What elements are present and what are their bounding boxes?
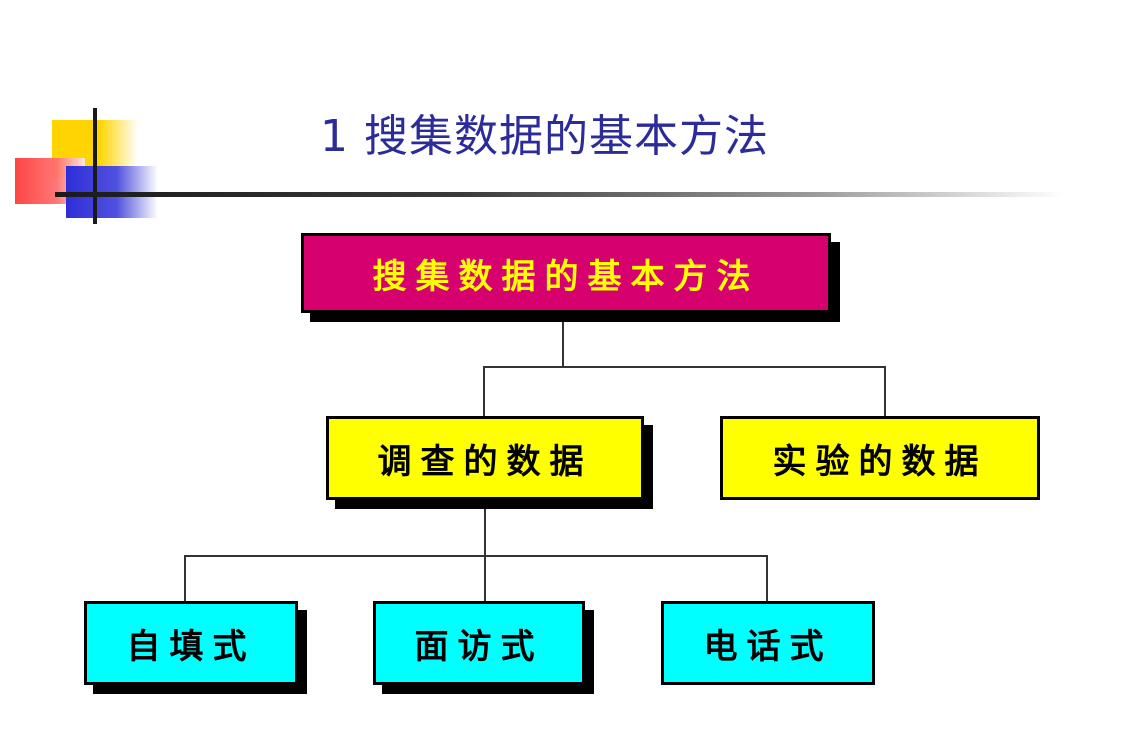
connector-level1-bar: [483, 366, 886, 368]
connector-level2-bar: [184, 555, 768, 557]
decor-vertical-line: [93, 108, 97, 224]
root-node: 搜集数据的基本方法: [301, 233, 831, 313]
connector-to-survey: [483, 366, 485, 416]
connector-to-interview: [484, 555, 486, 601]
node-phone-label: 电话式: [703, 626, 833, 667]
node-self-fill-label: 自填式: [126, 626, 256, 667]
connector-to-phone: [766, 555, 768, 601]
node-experiment-data: 实验的数据: [720, 416, 1040, 500]
page-title: 1 搜集数据的基本方法: [320, 111, 769, 162]
title-underline: [55, 192, 1065, 197]
node-experiment-data-label: 实验的数据: [772, 441, 988, 482]
root-node-label: 搜集数据的基本方法: [372, 256, 760, 297]
connector-root-down: [562, 313, 564, 367]
node-interview-label: 面访式: [414, 626, 544, 667]
connector-to-self-fill: [184, 555, 186, 601]
node-interview: 面访式: [373, 601, 585, 685]
node-phone: 电话式: [661, 601, 875, 685]
node-self-fill: 自填式: [84, 601, 298, 685]
connector-survey-down: [484, 500, 486, 556]
node-survey-data-label: 调查的数据: [377, 441, 593, 482]
connector-to-experiment: [884, 366, 886, 416]
node-survey-data: 调查的数据: [326, 416, 644, 500]
